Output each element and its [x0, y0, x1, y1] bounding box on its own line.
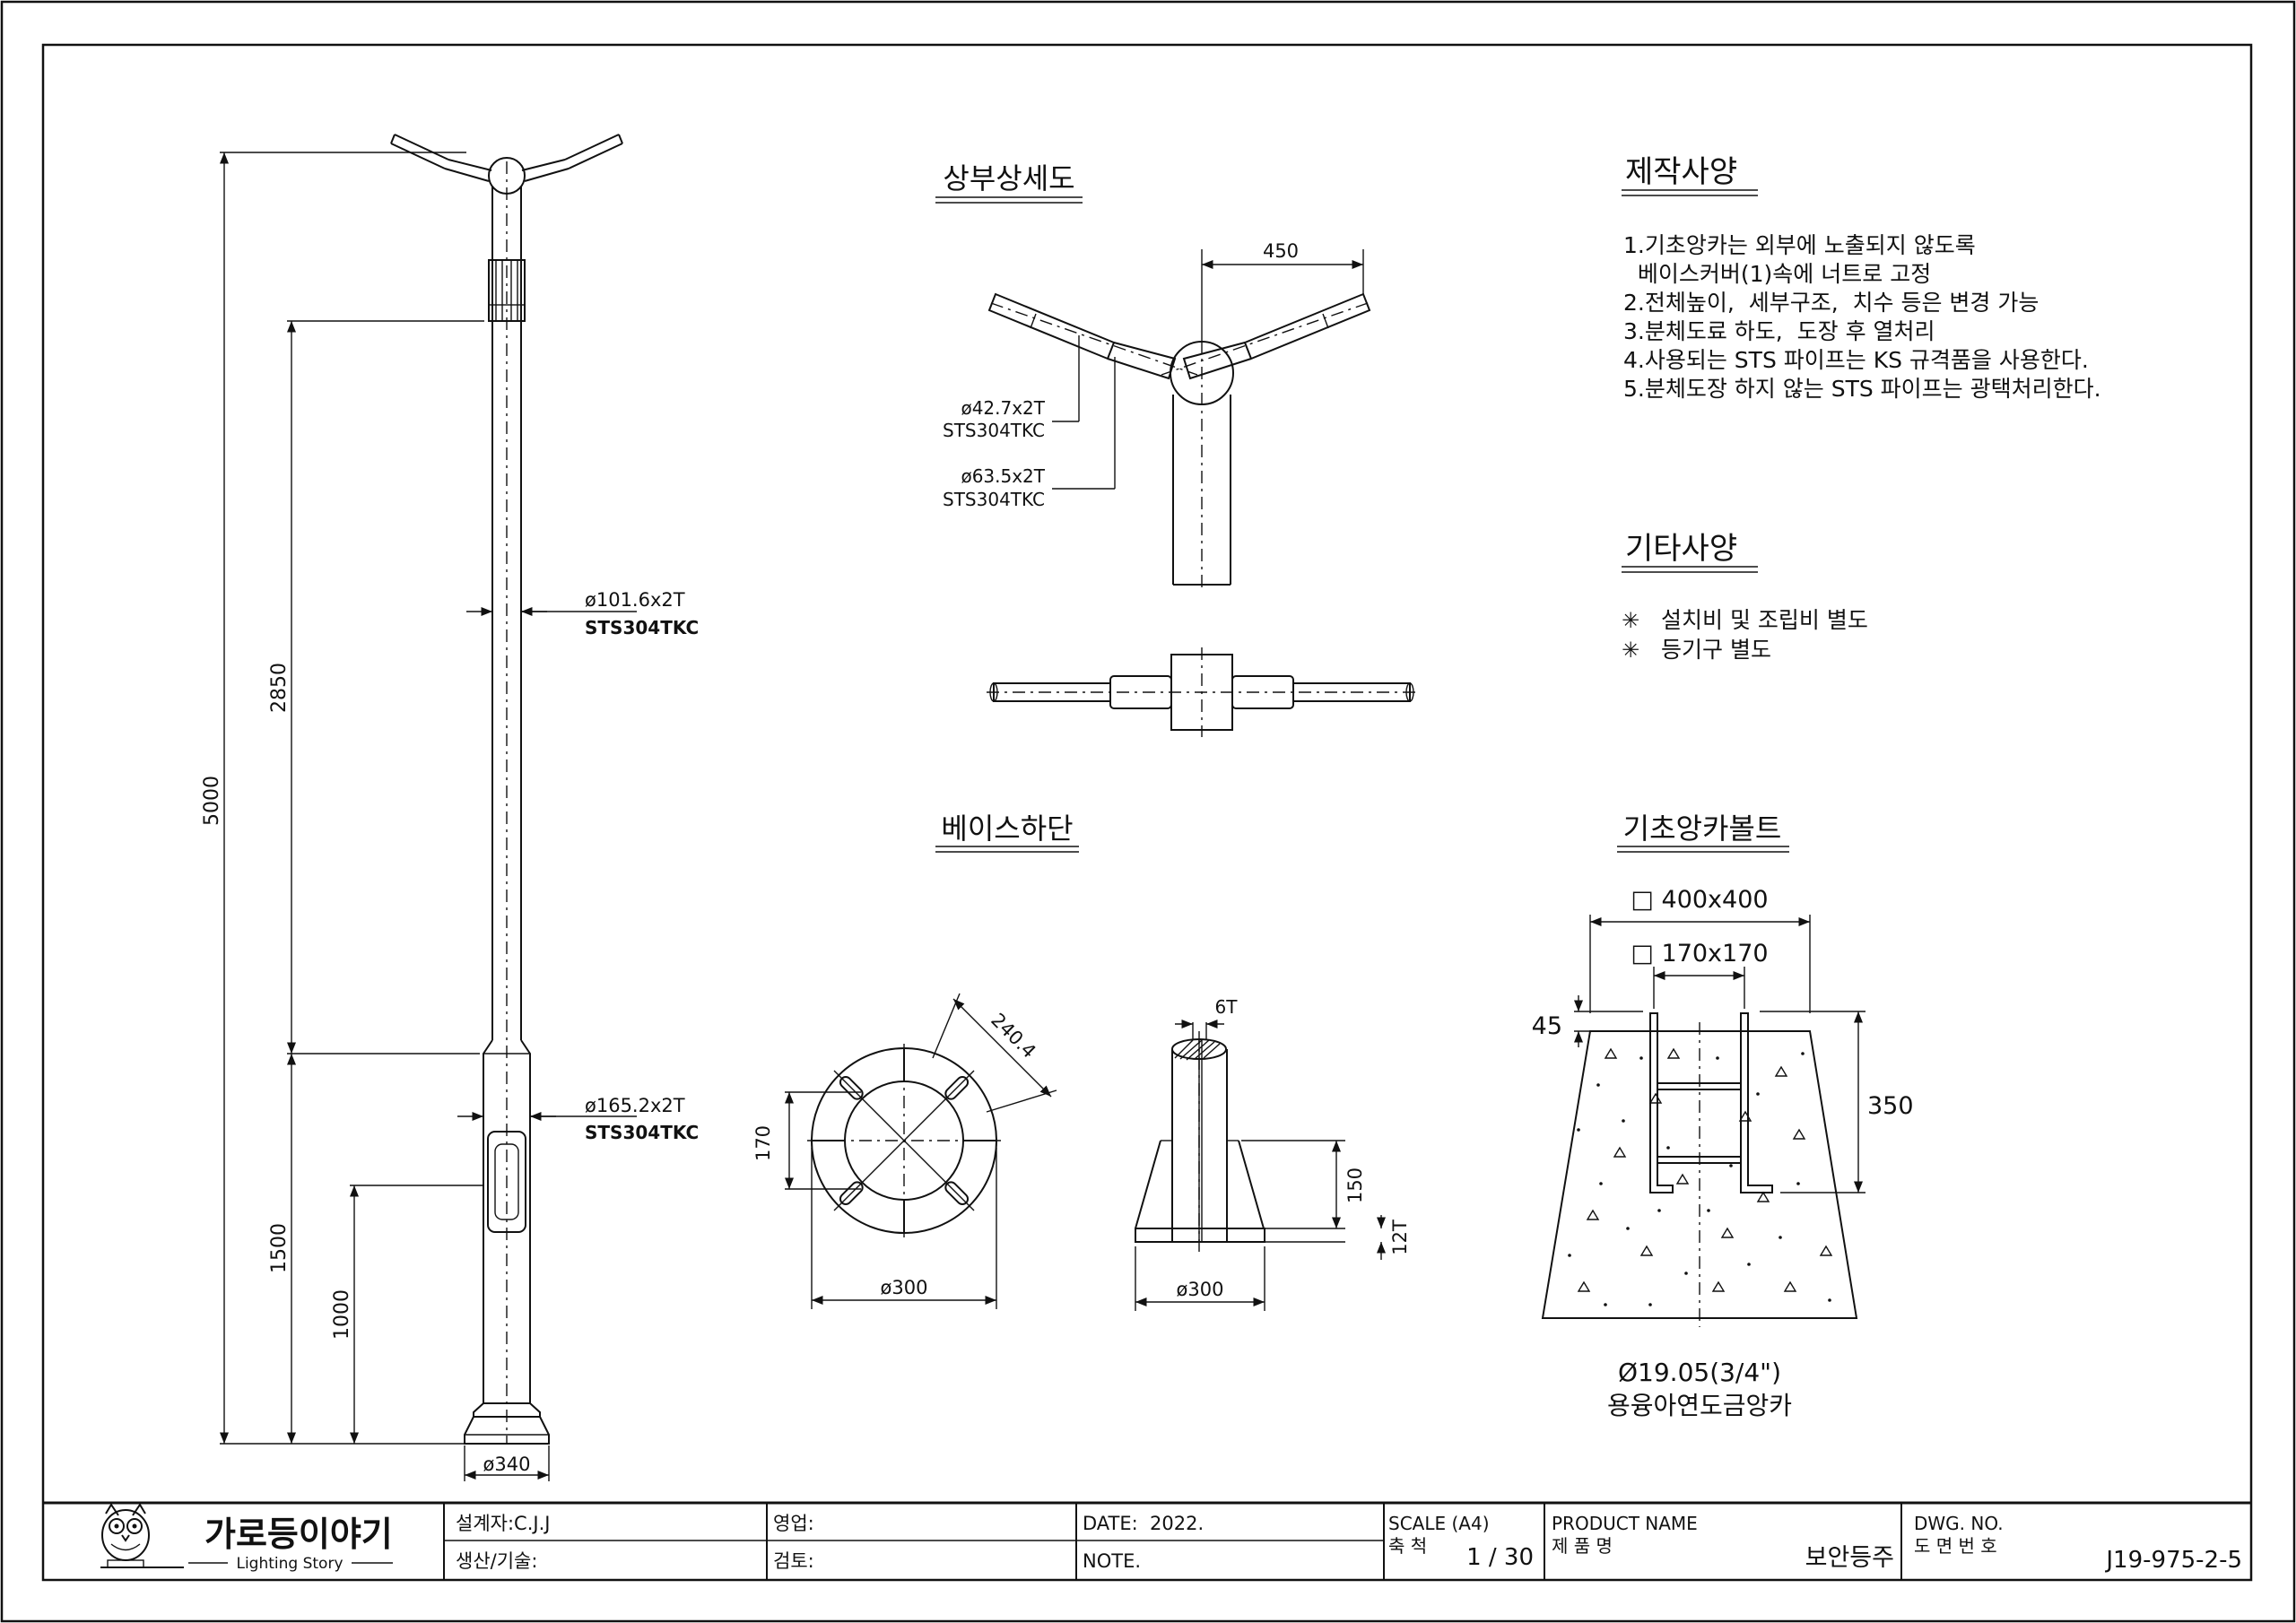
anchor-outer-dim: □ 400x400	[1631, 886, 1768, 914]
base-dia: ø340	[483, 1454, 531, 1475]
pole-fixture-box	[488, 259, 526, 322]
anchor-inner-dim: □ 170x170	[1631, 940, 1768, 968]
anchor-bolt-title: 기초앙카볼트	[1623, 812, 1782, 846]
lower-pipe-material: STS304TKC	[585, 1122, 699, 1143]
spec-line-2: 베이스커버(1)속에 너트로 고정	[1623, 261, 1931, 287]
other-specs-title: 기타사양	[1625, 531, 1737, 567]
owl-logo-icon	[100, 1503, 184, 1568]
anchor-depth-dim: 350	[1867, 1092, 1914, 1120]
other-bullet-1: ✳	[1622, 608, 1639, 633]
tb-product-kr: 제 품 명	[1552, 1535, 1613, 1557]
tb-scale-kr: 축 척	[1388, 1535, 1427, 1557]
other-item-2: 등기구 별도	[1661, 637, 1771, 663]
top-detail-title: 상부상세도	[943, 161, 1074, 195]
spec-line-4: 3.분체도료 하도, 도장 후 열처리	[1623, 318, 1935, 344]
tb-dwg-label: DWG. NO.	[1914, 1513, 2004, 1534]
tb-product-label: PRODUCT NAME	[1552, 1513, 1698, 1534]
tb-note: NOTE.	[1083, 1550, 1141, 1572]
pole-base	[464, 1402, 550, 1445]
upper-pipe-material: STS304TKC	[585, 617, 699, 638]
pole-service-door	[487, 1131, 526, 1233]
base-rib-height: 150	[1344, 1167, 1366, 1203]
specs-section: 제작사양 1.기초앙카는 외부에 노출되지 않도록 베이스커버(1)속에 너트로…	[1622, 154, 2101, 402]
top-detail-span: 450	[1263, 240, 1299, 262]
dim-door-height: 1000	[331, 1289, 353, 1340]
base-diagonal-dim: 240.4	[987, 1009, 1039, 1062]
dim-total-height: 5000	[201, 776, 223, 826]
tb-date: DATE: 2022.	[1083, 1513, 1204, 1534]
dim-lower-height: 1500	[268, 1223, 291, 1273]
other-specs-section: 기타사양 ✳ 설치비 및 조립비 별도 ✳ 등기구 별도	[1622, 531, 1868, 663]
base-bottom-title: 베이스하단	[941, 812, 1073, 846]
tb-product-name: 보안등주	[1805, 1544, 1894, 1572]
sleeve-material: STS304TKC	[943, 489, 1045, 510]
tb-scale-label: SCALE (A4)	[1388, 1513, 1490, 1534]
spec-line-5: 4.사용되는 STS 파이프는 KS 규격품을 사용한다.	[1623, 347, 2089, 373]
anchor-bolt: 기초앙카볼트 □ 400x400 □ 170x170	[1532, 812, 1914, 1420]
spec-line-6: 5.분체도장 하지 않는 STS 파이프는 광택처리한다.	[1623, 376, 2101, 402]
tb-sales: 영업:	[773, 1513, 814, 1534]
anchor-bolt-spec: Ø19.05(3/4")	[1618, 1358, 1781, 1387]
arm-material: STS304TKC	[943, 420, 1045, 441]
upper-pipe-spec: ø101.6x2T	[585, 589, 685, 611]
tb-production: 생산/기술:	[456, 1550, 537, 1572]
drawing-border	[41, 43, 2253, 1582]
spec-line-1: 1.기초앙카는 외부에 노출되지 않도록	[1623, 232, 1976, 258]
base-plan-dia: ø300	[881, 1277, 928, 1298]
anchor-top-dim: 45	[1532, 1012, 1562, 1040]
anchor-bolt-desc: 용융아연도금앙카	[1607, 1391, 1792, 1420]
tb-designer: 설계자:C.J.J	[456, 1513, 550, 1534]
base-bottom: 베이스하단 240.4 170	[752, 812, 1411, 1311]
title-block: 가로등이야기 Lighting Story 설계자:C.J.J 생산/기술: 영…	[43, 1501, 2251, 1580]
base-side-dia: ø300	[1177, 1279, 1224, 1300]
top-detail: 상부상세도 450 ø42.7x2T STS304TKC ø63.5x2T ST…	[935, 161, 1417, 737]
lower-pipe-spec: ø165.2x2T	[585, 1095, 685, 1116]
arm-spec: ø42.7x2T	[961, 397, 1045, 419]
tb-dwg-kr: 도 면 번 호	[1914, 1535, 1997, 1557]
base-rib-thickness: 6T	[1215, 996, 1239, 1018]
dim-upper-height: 2850	[268, 663, 291, 713]
anchor-bolt-pair	[1649, 1012, 1773, 1193]
other-bullet-2: ✳	[1622, 638, 1639, 663]
specs-title: 제작사양	[1625, 154, 1737, 190]
pole-elevation: 5000 2850 1500 1000 ø101.6x2T STS304TKC …	[201, 134, 699, 1481]
sleeve-spec: ø63.5x2T	[961, 465, 1045, 487]
tb-review: 검토:	[773, 1550, 814, 1572]
base-plate-thickness: 12T	[1389, 1219, 1411, 1255]
base-hole-spacing: 170	[752, 1125, 774, 1161]
logo-sub: Lighting Story	[236, 1555, 343, 1573]
logo-name: 가로등이야기	[204, 1515, 393, 1554]
tb-scale-value: 1 / 30	[1466, 1544, 1534, 1571]
other-item-1: 설치비 및 조립비 별도	[1661, 607, 1868, 633]
spec-line-3: 2.전체높이, 세부구조, 치수 등은 변경 가능	[1623, 290, 2039, 316]
tb-dwg-no: J19-975-2-5	[2104, 1547, 2242, 1574]
